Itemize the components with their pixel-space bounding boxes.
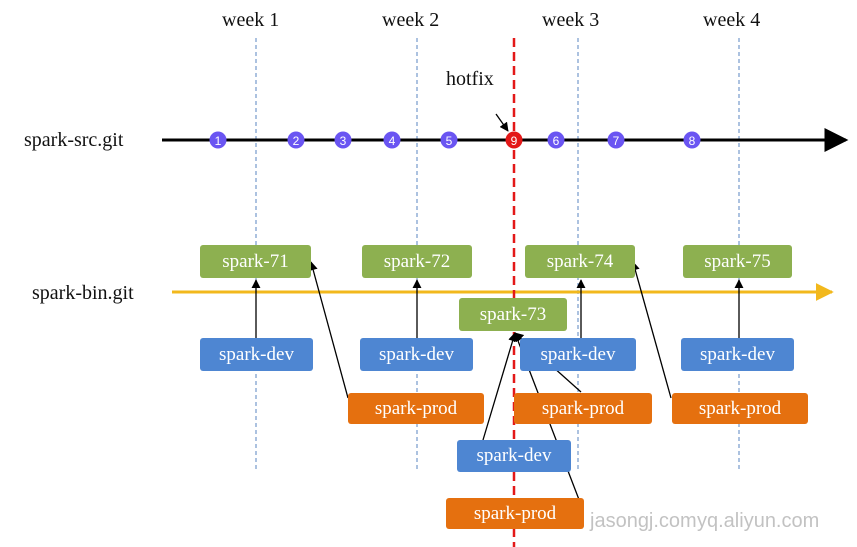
commit-number: 2 (293, 134, 300, 148)
src-repo-label: spark-src.git (24, 129, 124, 151)
commit-dot (383, 131, 401, 149)
hotfix-commit-dot (505, 131, 523, 149)
commit-dot (547, 131, 565, 149)
dev-box-hotfix: spark-dev (457, 440, 571, 472)
commit-dot (683, 131, 701, 149)
build-spark-73: spark-73 (459, 298, 567, 331)
arrow-prod1-71 (308, 261, 349, 399)
week-label-1: week 1 (222, 9, 280, 31)
commit-number: 7 (613, 134, 620, 148)
commit-number: 4 (389, 134, 396, 148)
hotfix-label: hotfix (446, 68, 494, 90)
watermark-right: yq.aliyun.com (697, 510, 820, 532)
commit-number: 5 (446, 134, 453, 148)
dev-box-week3: spark-dev (520, 338, 636, 371)
prod-box-week4: spark-prod (672, 393, 808, 424)
build-spark-75: spark-75 (683, 245, 792, 278)
week-label-3: week 3 (542, 9, 600, 31)
hotfix-arrow (495, 113, 509, 132)
dev-box-week2: spark-dev (360, 338, 473, 371)
bin-repo-label: spark-bin.git (32, 282, 134, 304)
build-spark-74: spark-74 (525, 245, 635, 278)
prod-box-hotfix: spark-prod (446, 498, 584, 529)
arrow-prod3-74 (630, 261, 672, 399)
commit-dot (334, 131, 352, 149)
prod-box-week2: spark-prod (348, 393, 484, 424)
week-label-4: week 4 (703, 9, 761, 31)
prod-box-week3: spark-prod (514, 393, 652, 424)
arrow-dev5-73 (482, 332, 518, 441)
commit-number: 9 (511, 134, 518, 148)
build-spark-71: spark-71 (200, 245, 311, 278)
commit-dot (607, 131, 625, 149)
week-label-2: week 2 (382, 9, 440, 31)
commit-number: 1 (215, 134, 222, 148)
dev-box-week4: spark-dev (681, 338, 794, 371)
dev-box-week1: spark-dev (200, 338, 313, 371)
build-spark-72: spark-72 (362, 245, 472, 278)
commit-dot (287, 131, 305, 149)
commit-number: 6 (553, 134, 560, 148)
watermark-left: jasongj.com (590, 510, 697, 532)
commit-dot (440, 131, 458, 149)
commit-dot (209, 131, 227, 149)
commit-number: 3 (340, 134, 347, 148)
commit-number: 8 (689, 134, 696, 148)
